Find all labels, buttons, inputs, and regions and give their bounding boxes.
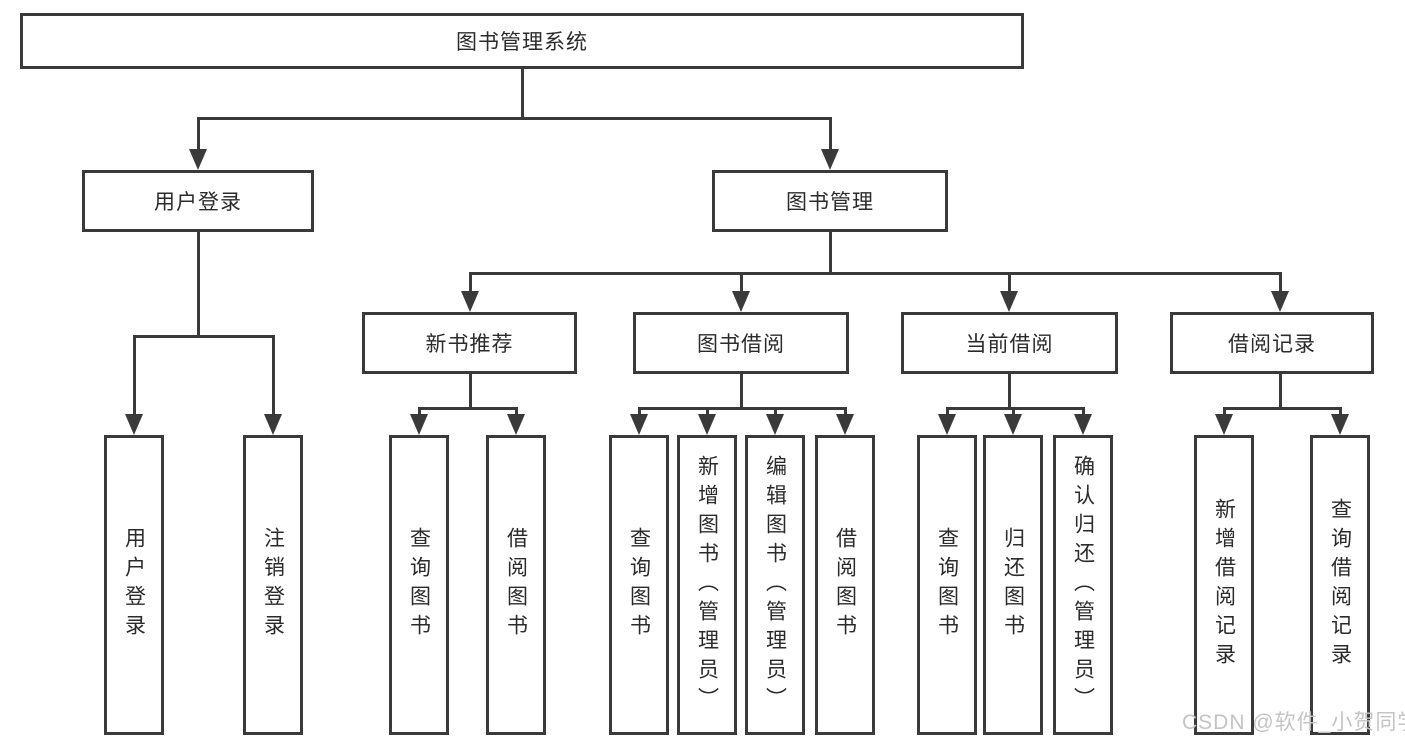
leaf-user-login-label: 用户登录 [122, 527, 146, 643]
node-borrow-records-label: 借阅记录 [1228, 333, 1316, 356]
leaf-query-books-recommend-label: 查询图书 [407, 527, 431, 643]
connector-vline [1011, 407, 1015, 416]
connector-vline [1278, 272, 1282, 293]
connector-vline [417, 407, 421, 416]
connector-hline [637, 406, 847, 410]
connector-hline [1222, 406, 1342, 410]
connector-hline [468, 271, 1282, 275]
leaf-query-books-borrow: 查询图书 [609, 435, 669, 735]
leaf-return-books: 归还图书 [983, 435, 1043, 735]
connector-vline [1222, 407, 1226, 416]
arrowhead-down-icon [698, 414, 716, 435]
connector-hline [196, 116, 832, 120]
connector-vline [1338, 407, 1342, 416]
arrowhead-down-icon [264, 414, 282, 435]
leaf-query-books-recommend: 查询图书 [389, 435, 449, 735]
connector-hline [945, 406, 1085, 410]
leaf-query-books-current-label: 查询图书 [935, 527, 959, 643]
connector-vline [1007, 272, 1011, 293]
arrowhead-down-icon [507, 414, 525, 435]
connector-vline [739, 272, 743, 293]
connector-vline [196, 117, 200, 152]
leaf-logout: 注销登录 [243, 435, 303, 735]
connector-vline [843, 407, 847, 416]
node-book-management: 图书管理 [712, 170, 948, 232]
arrowhead-down-icon [766, 414, 784, 435]
leaf-add-book-admin-label: 新增图书（管理员） [695, 454, 719, 716]
connector-vline [468, 272, 472, 293]
connector-vline [945, 407, 949, 416]
connector-vline [1007, 374, 1011, 410]
arrowhead-down-icon [461, 291, 479, 312]
node-current-borrow-label: 当前借阅 [965, 333, 1054, 356]
node-book-management-label: 图书管理 [786, 191, 874, 214]
connector-hline [417, 406, 518, 410]
leaf-confirm-return-admin-label: 确认归还（管理员） [1071, 454, 1095, 716]
arrowhead-down-icon [1000, 291, 1018, 312]
leaf-return-books-label: 归还图书 [1001, 527, 1025, 643]
connector-vline [520, 68, 524, 120]
connector-vline [637, 407, 641, 416]
connector-vline [1081, 407, 1085, 416]
arrowhead-down-icon [732, 291, 750, 312]
connector-vline [828, 232, 832, 275]
arrowhead-down-icon [630, 414, 648, 435]
arrowhead-down-icon [1215, 414, 1233, 435]
leaf-logout-label: 注销登录 [261, 527, 285, 643]
leaf-borrow-books-label: 借阅图书 [833, 527, 857, 643]
connector-vline [132, 335, 136, 416]
node-current-borrow: 当前借阅 [901, 312, 1118, 374]
arrowhead-down-icon [125, 414, 143, 435]
leaf-user-login: 用户登录 [104, 435, 164, 735]
arrowhead-down-icon [1074, 414, 1092, 435]
connector-vline [773, 407, 777, 416]
leaf-query-borrow-record-label: 查询借阅记录 [1328, 498, 1352, 672]
leaf-query-books-current: 查询图书 [917, 435, 977, 735]
arrowhead-down-icon [1271, 291, 1289, 312]
connector-vline [271, 335, 275, 416]
leaf-edit-book-admin: 编辑图书（管理员） [745, 435, 805, 735]
node-borrow-records: 借阅记录 [1170, 312, 1374, 374]
connector-vline [468, 374, 472, 410]
arrowhead-down-icon [938, 414, 956, 435]
leaf-add-borrow-record-label: 新增借阅记录 [1212, 498, 1236, 672]
node-book-borrow-label: 图书借阅 [697, 333, 785, 356]
connector-vline [705, 407, 709, 416]
node-root-label: 图书管理系统 [456, 31, 588, 54]
arrowhead-down-icon [836, 414, 854, 435]
connector-vline [828, 117, 832, 152]
arrowhead-down-icon [1331, 414, 1349, 435]
arrowhead-down-icon [1004, 414, 1022, 435]
connector-hline [132, 334, 275, 338]
leaf-confirm-return-admin: 确认归还（管理员） [1053, 435, 1113, 735]
node-book-borrow: 图书借阅 [633, 312, 849, 374]
leaf-query-books-borrow-label: 查询图书 [627, 527, 651, 643]
arrowhead-down-icon [410, 414, 428, 435]
connector-vline [739, 374, 743, 410]
node-user-login-label: 用户登录 [154, 191, 242, 214]
node-new-book-recommend: 新书推荐 [362, 312, 577, 374]
connector-vline [196, 232, 200, 338]
leaf-borrow-books-recommend: 借阅图书 [486, 435, 546, 735]
node-root: 图书管理系统 [20, 13, 1024, 69]
leaf-add-book-admin: 新增图书（管理员） [677, 435, 737, 735]
leaf-add-borrow-record: 新增借阅记录 [1194, 435, 1254, 735]
leaf-edit-book-admin-label: 编辑图书（管理员） [763, 454, 787, 716]
connector-vline [1278, 374, 1282, 410]
arrowhead-down-icon [821, 149, 839, 170]
leaf-query-borrow-record: 查询借阅记录 [1310, 435, 1370, 735]
node-user-login: 用户登录 [82, 170, 314, 232]
node-new-book-recommend-label: 新书推荐 [425, 333, 514, 356]
csdn-watermark: CSDN @软件_小贺同学 [1182, 711, 1405, 734]
leaf-borrow-books-recommend-label: 借阅图书 [504, 527, 528, 643]
connector-vline [514, 407, 518, 416]
arrowhead-down-icon [189, 149, 207, 170]
leaf-borrow-books: 借阅图书 [815, 435, 875, 735]
